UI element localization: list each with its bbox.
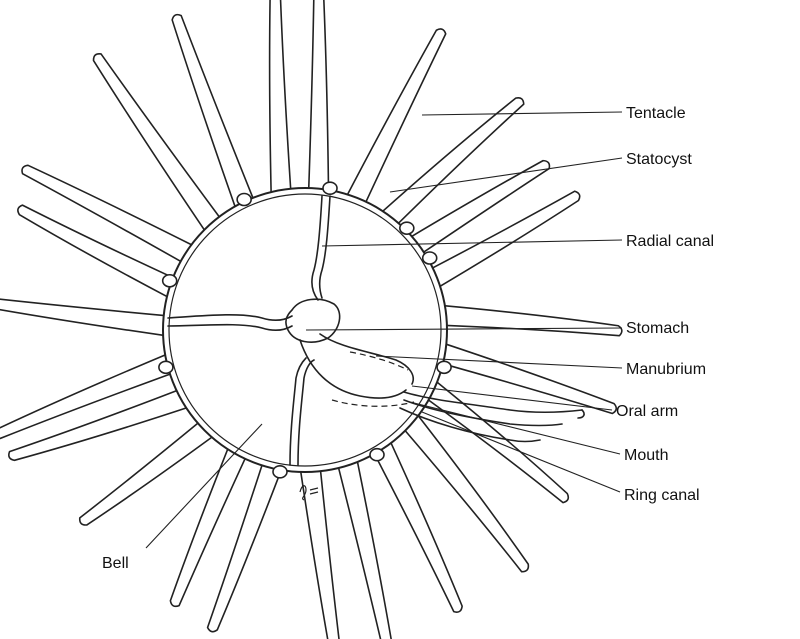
- tentacle-6: [428, 190, 581, 289]
- statocyst-3: [421, 251, 438, 265]
- label-radial-canal: Radial canal: [626, 233, 714, 250]
- label-manubrium: Manubrium: [626, 361, 706, 378]
- statocyst-7: [158, 360, 174, 375]
- label-tentacle: Tentacle: [626, 105, 686, 122]
- manubrium-outline: [299, 339, 407, 399]
- label-oral-arm: Oral arm: [616, 403, 678, 420]
- tentacle-14: [206, 461, 284, 633]
- oral-arm-tip: [577, 409, 585, 419]
- bell-rim: [162, 187, 448, 473]
- tentacle-9: [424, 378, 570, 504]
- statocyst-8: [161, 273, 178, 288]
- leader-mouth: [409, 401, 621, 455]
- tentacle-10: [402, 411, 530, 573]
- tentacles: [0, 0, 623, 639]
- statocysts: [158, 181, 452, 479]
- tentacle-23: [171, 13, 256, 211]
- tentacle-3: [345, 28, 447, 206]
- tentacle-8: [438, 342, 618, 415]
- label-statocyst: Statocyst: [626, 151, 692, 168]
- squiggle-mark: [299, 485, 319, 501]
- tentacle-18: [0, 352, 175, 440]
- label-bell: Bell: [102, 555, 129, 572]
- tentacle-20: [17, 204, 178, 300]
- tentacle-16: [78, 420, 216, 526]
- leader-tentacle: [421, 111, 623, 116]
- tentacle-17: [8, 388, 191, 462]
- leader-manubrium: [375, 355, 623, 369]
- statocyst-5: [369, 447, 385, 462]
- tentacle-7: [440, 304, 623, 337]
- bell-body: [162, 187, 448, 473]
- radial-canal-left-2: [167, 323, 293, 331]
- manubrium-inner: [319, 333, 414, 385]
- statocyst-4: [436, 360, 452, 375]
- tentacle-22: [92, 52, 223, 234]
- leader-ring-canal: [421, 411, 621, 493]
- tentacle-15: [169, 444, 248, 608]
- tentacle-21: [21, 164, 196, 264]
- tentacle-1: [268, 0, 292, 197]
- leader-lines: [145, 111, 623, 549]
- tentacle-5: [407, 159, 551, 255]
- label-mouth: Mouth: [624, 447, 668, 464]
- radial-canal-top: [311, 195, 323, 301]
- radial-canal-top-2: [318, 195, 331, 299]
- tentacle-19: [0, 298, 169, 337]
- statocyst-9: [236, 192, 252, 207]
- manubrium-dash: [349, 351, 409, 371]
- leader-radial-canal: [321, 239, 623, 247]
- mouth-dash: [331, 399, 415, 407]
- oral-arm-1: [403, 391, 583, 414]
- leader-oral-arm: [411, 385, 613, 411]
- radial-canal-bottom: [289, 357, 307, 466]
- leader-stomach: [305, 327, 623, 331]
- tentacle-4: [379, 97, 525, 227]
- oral-arm-3: [399, 407, 541, 443]
- tentacle-13: [299, 466, 340, 639]
- stomach-manubrium: [285, 298, 585, 443]
- tentacle-12: [336, 457, 392, 639]
- label-stomach: Stomach: [626, 320, 689, 337]
- leader-statocyst: [389, 157, 623, 193]
- label-ring-canal: Ring canal: [624, 487, 700, 504]
- radial-canal-left: [167, 314, 293, 321]
- statocyst-1: [322, 181, 338, 195]
- statocyst-6: [272, 465, 288, 479]
- statocyst-2: [399, 221, 415, 235]
- radial-canals: [167, 195, 331, 466]
- ring-canal-line: [168, 193, 442, 467]
- tentacle-2: [307, 0, 330, 195]
- leader-bell: [145, 423, 263, 549]
- oral-arm-2: [403, 399, 563, 427]
- tentacle-11: [371, 438, 463, 613]
